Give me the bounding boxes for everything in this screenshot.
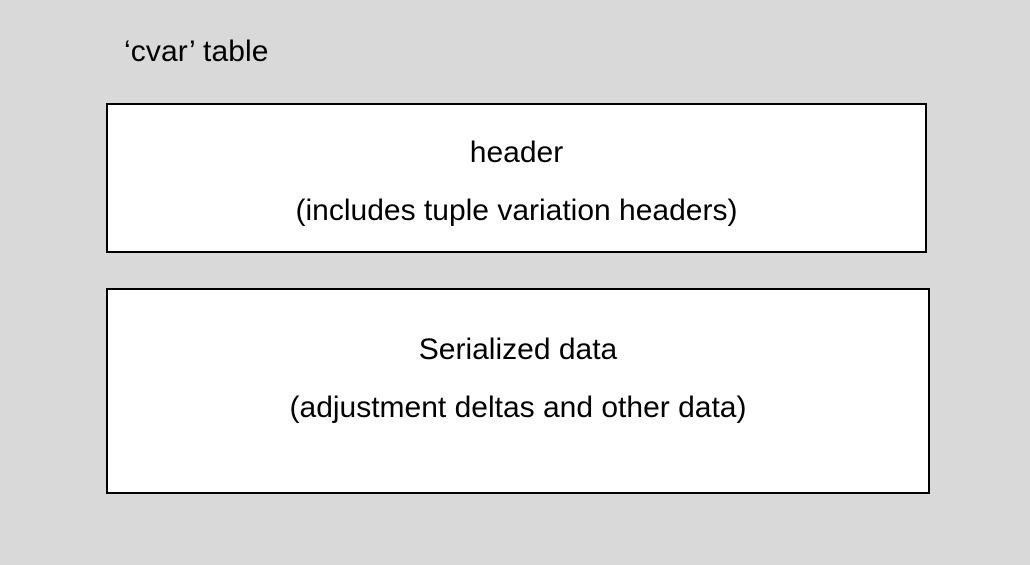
serialized-data-block: Serialized data (adjustment deltas and o…: [106, 288, 930, 494]
serialized-data-block-line-1: Serialized data: [418, 333, 618, 366]
header-block-line-1: header: [469, 136, 564, 169]
page-title: ‘cvar’ table: [124, 35, 269, 68]
header-block-line-2: (includes tuple variation headers): [295, 194, 738, 227]
header-block-text: header (includes tuple variation headers…: [108, 124, 925, 240]
serialized-data-block-line-2: (adjustment deltas and other data): [289, 391, 747, 424]
serialized-data-block-text: Serialized data (adjustment deltas and o…: [108, 321, 928, 437]
header-block: header (includes tuple variation headers…: [106, 103, 927, 253]
